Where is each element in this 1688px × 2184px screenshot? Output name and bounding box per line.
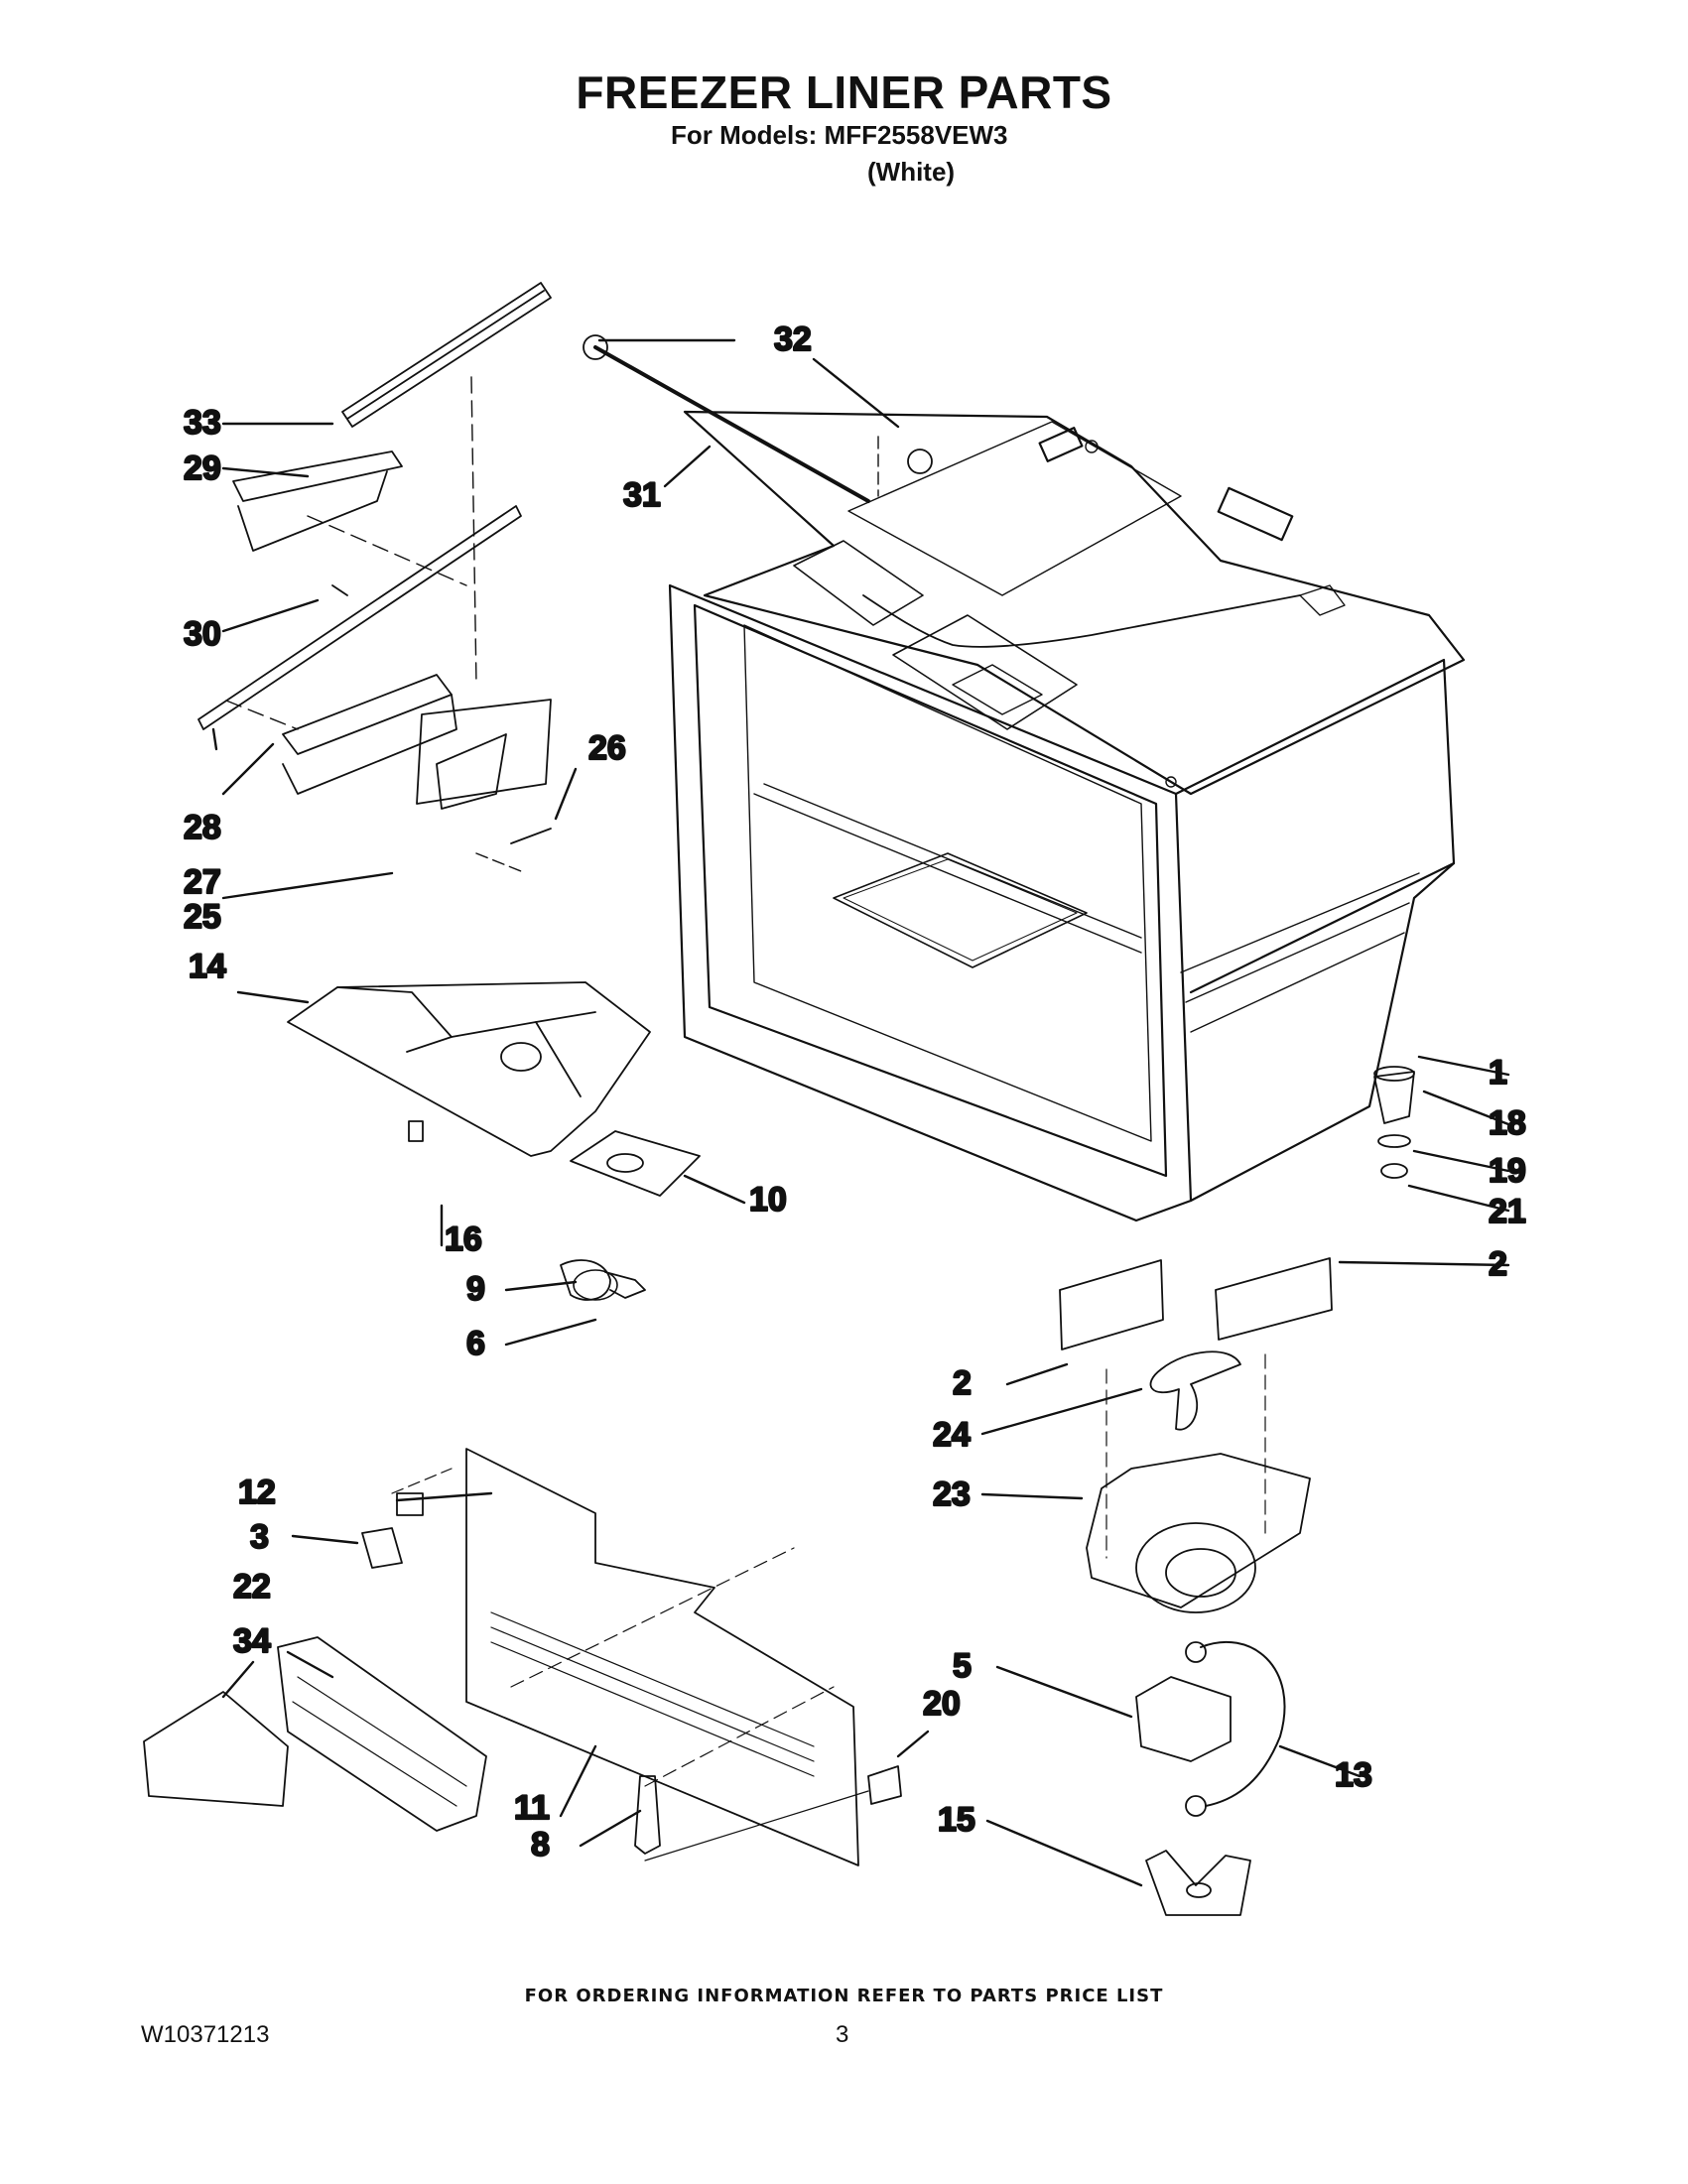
callout-3: 3 (250, 1518, 269, 1556)
callout-8: 8 (531, 1826, 550, 1863)
callout-10: 10 (749, 1181, 787, 1219)
callout-2-b: 2 (953, 1364, 972, 1402)
document-number: W10371213 (141, 2021, 270, 2048)
page-number: 3 (836, 2021, 849, 2048)
callout-9: 9 (466, 1270, 485, 1308)
callout-27: 27 (184, 863, 221, 901)
callout-15: 15 (938, 1801, 975, 1839)
callout-26: 26 (588, 729, 626, 767)
page-title: FREEZER LINER PARTS (576, 66, 1112, 118)
leader-lines (211, 338, 1510, 1887)
callout-29: 29 (184, 450, 221, 487)
callout-13: 13 (1335, 1756, 1372, 1794)
ordering-note: FOR ORDERING INFORMATION REFER TO PARTS … (524, 1986, 1164, 2006)
callout-1: 1 (1489, 1054, 1507, 1092)
callout-31: 31 (623, 476, 661, 514)
freezer-liner-drawing (668, 410, 1466, 1222)
callout-23: 23 (933, 1476, 971, 1513)
callout-18: 18 (1489, 1104, 1526, 1142)
callout-24: 24 (933, 1416, 971, 1454)
callout-12: 12 (238, 1474, 276, 1511)
callout-2-a: 2 (1489, 1245, 1507, 1283)
callout-28: 28 (184, 809, 221, 846)
callout-22: 22 (233, 1568, 271, 1606)
callout-labels: 1 2 2 3 5 6 8 9 10 11 12 13 14 15 16 18 … (183, 320, 1527, 1864)
model-line: For Models: MFF2558VEW3 (671, 120, 1008, 150)
color-variant: (White) (867, 157, 956, 187)
callout-19: 19 (1489, 1152, 1526, 1190)
callout-14: 14 (189, 948, 226, 985)
callout-20: 20 (923, 1685, 961, 1723)
callout-16: 16 (445, 1220, 482, 1258)
callout-25: 25 (184, 898, 221, 936)
light-housing-drawing (287, 981, 701, 1301)
evaporator-cover-drawing (143, 1448, 902, 1866)
callout-6: 6 (466, 1325, 485, 1362)
rail-assembly-drawing (197, 282, 933, 874)
callout-33: 33 (184, 404, 221, 442)
callout-21: 21 (1489, 1193, 1526, 1230)
callout-11: 11 (514, 1789, 550, 1827)
callout-5: 5 (953, 1647, 972, 1685)
callout-34: 34 (233, 1622, 271, 1660)
fan-assembly-drawing (573, 1066, 1415, 1916)
callout-30: 30 (184, 615, 221, 653)
callout-32: 32 (774, 321, 812, 358)
